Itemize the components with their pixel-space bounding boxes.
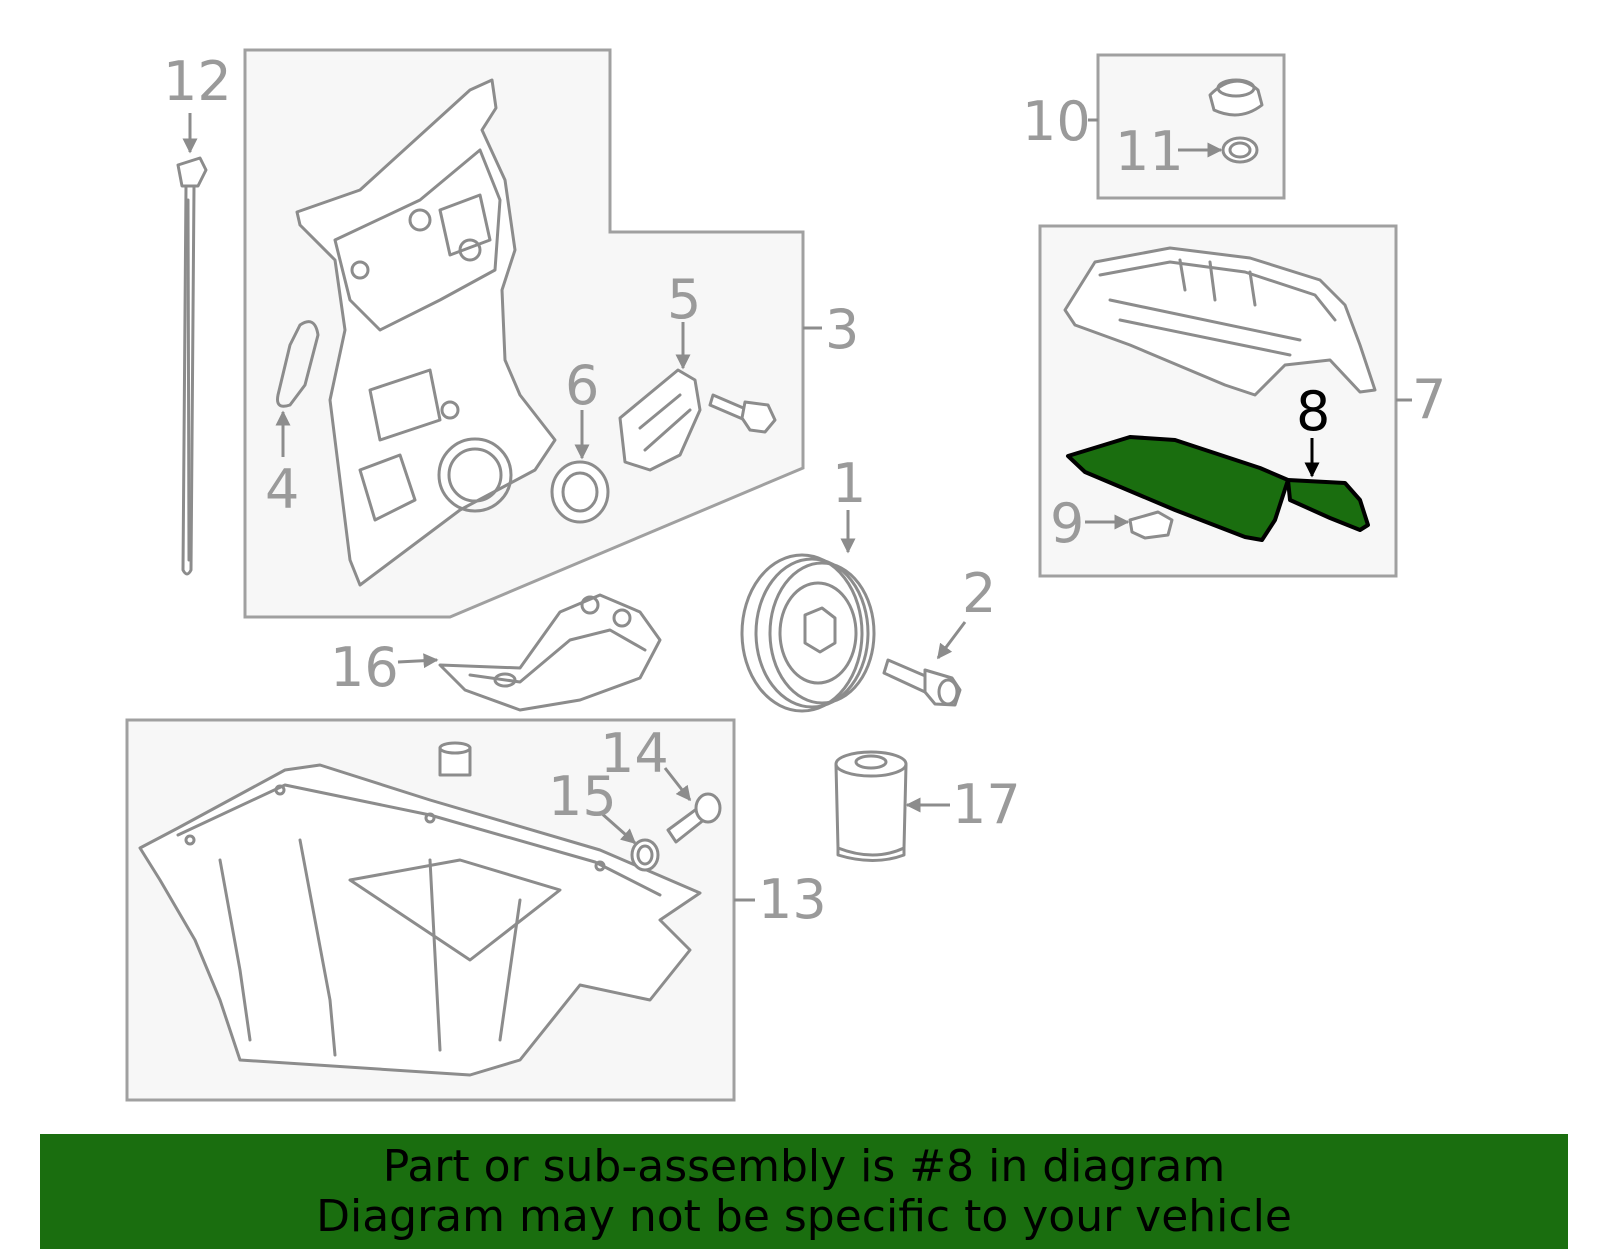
leader-14 (663, 767, 692, 802)
group-box-3 (243, 48, 805, 619)
banner-line-1: Part or sub-assembly is #8 in diagram (382, 1141, 1226, 1192)
valve-cover-gasket[interactable] (1066, 435, 1370, 542)
pulley-bolt[interactable] (882, 658, 962, 707)
drain-bolt[interactable] (666, 792, 722, 844)
bolt-cover[interactable] (708, 393, 777, 434)
oil-pan-plug[interactable] (438, 741, 472, 777)
callout-12: 12 (163, 50, 232, 113)
leader-2 (936, 621, 967, 660)
dipstick[interactable] (176, 156, 208, 576)
drain-washer[interactable] (630, 838, 660, 872)
oil-pan[interactable] (138, 763, 702, 1077)
info-banner: Part or sub-assembly is #8 in diagram Di… (40, 1134, 1568, 1249)
oil-cap[interactable] (1208, 78, 1264, 117)
callout-14: 14 (600, 722, 669, 785)
callout-9: 9 (1050, 492, 1084, 555)
callout-4: 4 (265, 458, 299, 521)
callout-5: 5 (667, 268, 701, 331)
part-9[interactable] (1128, 510, 1174, 540)
leader-16 (397, 653, 439, 669)
timing-cover[interactable] (295, 78, 557, 587)
callout-15: 15 (548, 765, 617, 828)
callout-7: 7 (1412, 368, 1446, 431)
group-box-10 (1096, 53, 1286, 200)
oil-cap-seal[interactable] (1221, 136, 1259, 164)
banner-line-2: Diagram may not be specific to your vehi… (316, 1191, 1292, 1242)
callout-1: 1 (832, 452, 866, 515)
callout-13: 13 (758, 868, 827, 931)
gasket-4[interactable] (276, 320, 320, 408)
callout-2: 2 (962, 562, 996, 625)
callout-11: 11 (1115, 120, 1184, 183)
callout-17: 17 (952, 773, 1021, 836)
callout-10: 10 (1022, 90, 1091, 153)
callout-16: 16 (330, 636, 399, 699)
crank-pulley[interactable] (740, 553, 876, 713)
leader-15 (599, 810, 637, 845)
callout-3: 3 (825, 298, 859, 361)
cover-5[interactable] (618, 368, 702, 472)
baffle-16[interactable] (438, 593, 662, 712)
oil-filter[interactable] (834, 750, 908, 862)
callout-6: 6 (565, 354, 599, 417)
callout-8: 8 (1296, 380, 1330, 443)
valve-cover[interactable] (1063, 246, 1377, 397)
oil-seal-6[interactable] (550, 460, 610, 524)
